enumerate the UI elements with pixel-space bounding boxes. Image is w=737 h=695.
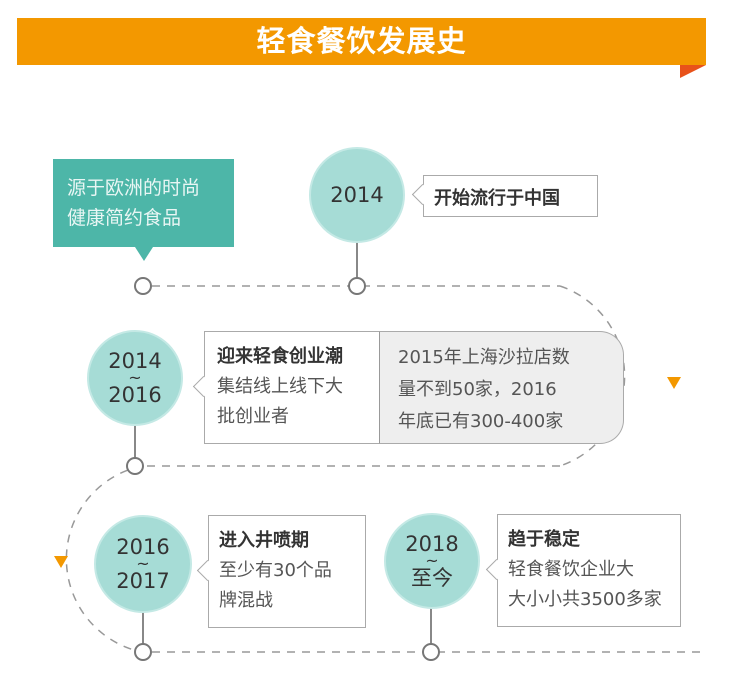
year-circle-2018-present: 2018 ~ 至今 <box>384 513 480 609</box>
card-title: 进入井喷期 <box>219 530 309 551</box>
year-start: 2016 <box>116 535 170 559</box>
year-circle-2014: 2014 <box>309 147 405 243</box>
card-line-2: 大小小共3500多家 <box>508 589 662 610</box>
origin-line-2: 健康简约食品 <box>67 207 182 229</box>
card-line-1: 至少有30个品 <box>219 560 332 581</box>
card-title: 迎来轻食创业潮 <box>217 346 343 367</box>
page-title: 轻食餐饮发展史 <box>256 24 467 58</box>
shanghai-salad-stats-note: 2015年上海沙拉店数 量不到50家，2016 年底已有300-400家 <box>379 331 624 444</box>
year-circle-2014-2016: 2014 ~ 2016 <box>87 330 183 426</box>
year-circle-2016-2017: 2016 ~ 2017 <box>94 515 192 613</box>
note-line-3: 年底已有300-400家 <box>398 411 564 432</box>
year-end: 至今 <box>411 566 453 590</box>
year-tilde: ~ <box>136 554 150 573</box>
card-line-1: 轻食餐饮企业大 <box>508 559 634 580</box>
card-line-2: 批创业者 <box>217 406 289 427</box>
card-title: 开始流行于中国 <box>434 188 560 209</box>
milestone-card-2018-present: 趋于稳定 轻食餐饮企业大 大小小共3500多家 <box>497 514 681 627</box>
year-tilde: ~ <box>128 368 142 387</box>
banner-fold-corner <box>680 65 706 78</box>
milestone-card-2014: 开始流行于中国 <box>423 175 598 217</box>
direction-arrow-left <box>54 556 68 568</box>
card-line-1: 集结线上线下大 <box>217 376 343 397</box>
milestone-card-2016-2017: 进入井喷期 至少有30个品 牌混战 <box>208 515 366 628</box>
origin-line-1: 源于欧洲的时尚 <box>67 177 201 199</box>
year-start: 2018 <box>405 532 459 556</box>
year-start: 2014 <box>108 349 162 373</box>
year-end: 2017 <box>116 569 170 593</box>
direction-arrow-right <box>667 377 681 389</box>
card-title: 趋于稳定 <box>508 529 580 550</box>
note-line-2: 量不到50家，2016 <box>398 379 557 400</box>
card-line-2: 牌混战 <box>219 590 273 611</box>
year-tilde: ~ <box>425 551 439 570</box>
origin-callout: 源于欧洲的时尚 健康简约食品 <box>53 159 234 261</box>
milestone-card-2014-2016: 迎来轻食创业潮 集结线上线下大 批创业者 <box>204 331 380 444</box>
note-line-1: 2015年上海沙拉店数 <box>398 347 570 368</box>
year-end: 2016 <box>108 383 162 407</box>
year-label: 2014 <box>330 183 384 207</box>
title-banner: 轻食餐饮发展史 <box>17 18 706 65</box>
